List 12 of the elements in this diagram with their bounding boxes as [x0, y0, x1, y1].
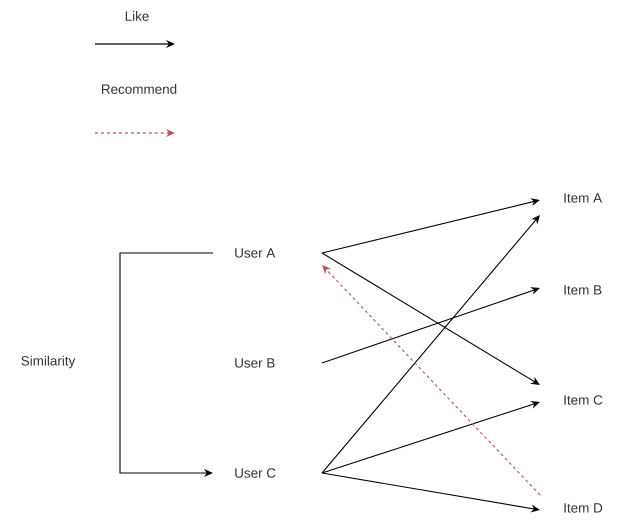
edge-label: Similarity [21, 356, 76, 368]
legend-label: Recommend [102, 84, 176, 94]
arrow [322, 215, 540, 474]
legend-label: Like [126, 11, 149, 21]
user-label: User A [235, 248, 276, 258]
item-label: Item B [564, 285, 602, 295]
arrow [322, 265, 540, 496]
user-label: User C [235, 468, 276, 478]
user-label: User B [235, 358, 275, 368]
item-label: Item A [564, 193, 602, 203]
item-label: Item D [564, 503, 602, 513]
item-label: Item C [564, 395, 602, 405]
